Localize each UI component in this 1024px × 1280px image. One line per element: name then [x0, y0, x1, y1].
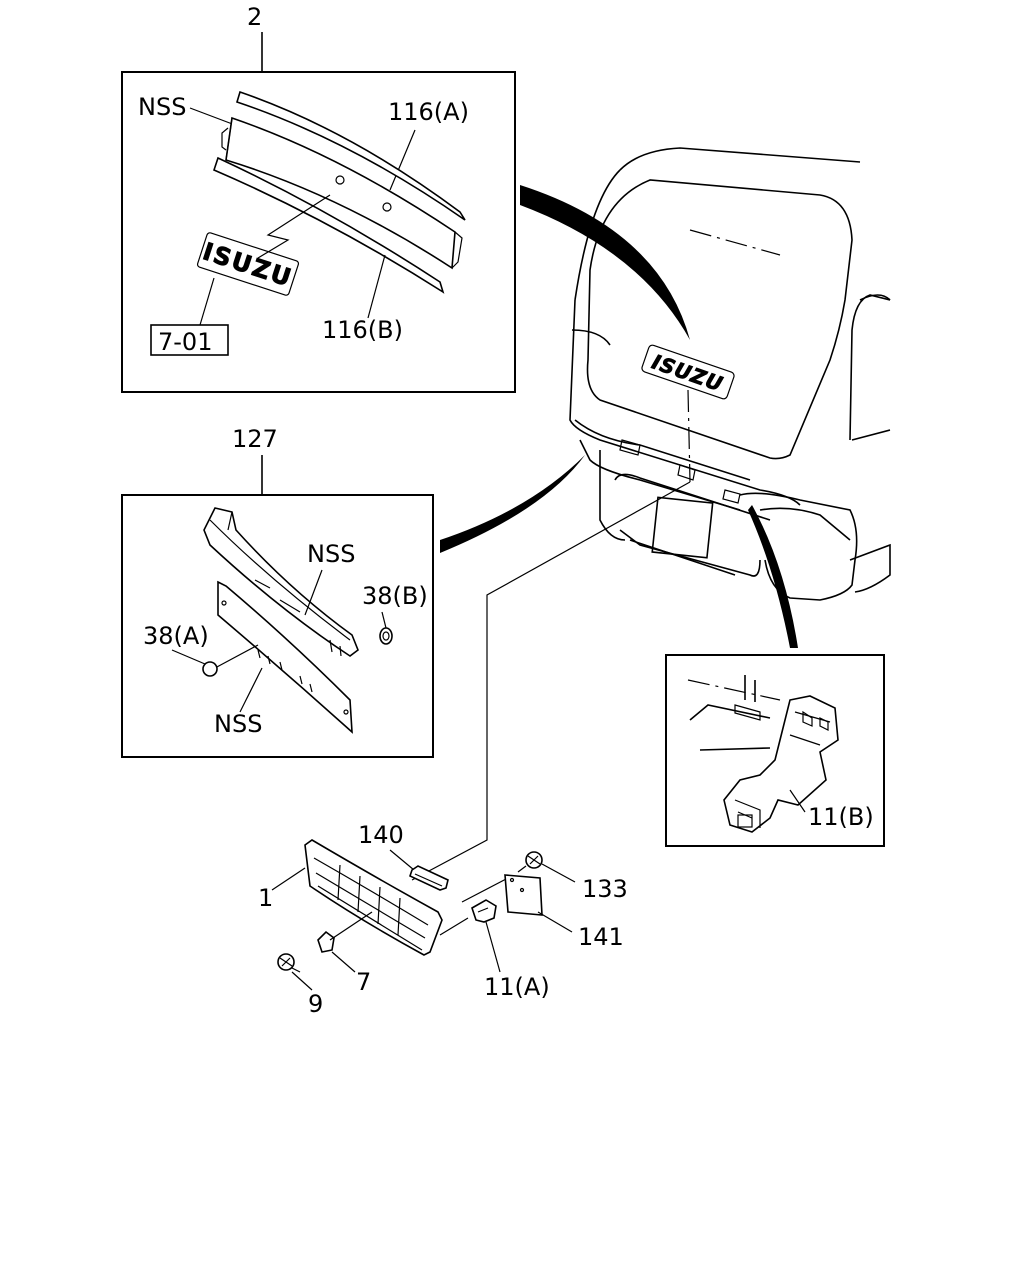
- callout-140: 140: [358, 821, 404, 849]
- svg-text:ISUZU: ISUZU: [199, 237, 296, 292]
- reference-7-01: 7-01: [158, 328, 212, 356]
- callout-127: 127: [232, 425, 278, 453]
- callout-11b: 11(B): [808, 803, 874, 831]
- callout-9: 9: [308, 990, 323, 1018]
- bracket-detail-box: 11(B): [665, 654, 885, 847]
- arrow-to-windshield-panel: [520, 185, 690, 340]
- callout-116a: 116(A): [388, 98, 469, 126]
- arrow-to-bracket-detail: [748, 505, 798, 648]
- callout-11a: 11(A): [484, 973, 550, 1001]
- callout-7: 7: [356, 968, 371, 996]
- callout-38a: 38(A): [143, 622, 209, 650]
- exploded-grille-parts: 1 140 7 9 11(A) 133 141: [258, 821, 628, 1018]
- arrow-to-grille-bar: [440, 455, 585, 553]
- callout-116b: 116(B): [322, 316, 403, 344]
- callout-nss-lower: NSS: [214, 710, 262, 738]
- isuzu-emblem-decal: ISUZU: [196, 232, 300, 296]
- callout-38b: 38(B): [362, 582, 428, 610]
- panel-box-2: 2 NSS 116(A) ISUZU 7-01 116(B): [121, 3, 516, 393]
- callout-1: 1: [258, 884, 273, 912]
- callout-2: 2: [247, 3, 262, 31]
- callout-141: 141: [578, 923, 624, 951]
- callout-nss-top: NSS: [138, 93, 186, 121]
- callout-133: 133: [582, 875, 628, 903]
- panel-box-127: 127 NSS 38(B) 38(A) NSS: [121, 425, 434, 758]
- callout-nss-upper: NSS: [307, 540, 355, 568]
